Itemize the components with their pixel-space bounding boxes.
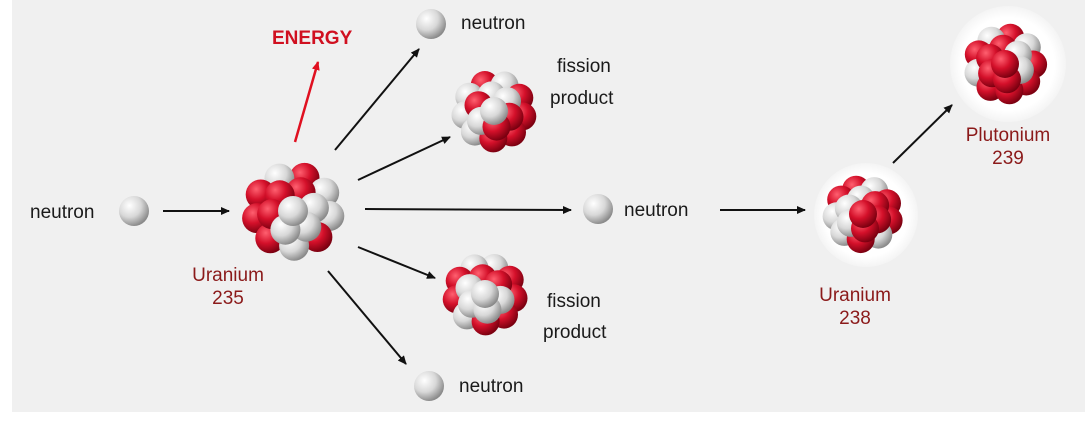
uranium238-label-number: 238	[839, 308, 871, 329]
plutonium239-label-number: 239	[992, 148, 1024, 169]
fission-product-top-line2: product	[550, 88, 614, 109]
plutonium239-label-name: Plutonium	[966, 125, 1051, 146]
energy-label: ENERGY	[272, 28, 353, 49]
plutonium239-nucleus	[964, 23, 1048, 105]
incoming-neutron-label: neutron	[30, 202, 94, 223]
fission-product-bottom-line1: fission	[547, 291, 601, 312]
proton-sphere	[849, 200, 877, 228]
proton-sphere	[991, 50, 1019, 78]
fission-product-top-line1: fission	[557, 56, 611, 77]
uranium235-nucleus	[242, 162, 345, 261]
arrow-to-middle-neutron	[364, 205, 572, 214]
fission-product-bottom-nucleus	[442, 254, 528, 336]
bottom-neutron-label: neutron	[459, 376, 523, 397]
uranium238-label-name: Uranium	[819, 285, 891, 306]
arrow-to-top-fission-product	[357, 136, 451, 181]
arrow-u238-to-pu239	[892, 104, 953, 164]
energy-arrow	[293, 61, 320, 143]
fission-product-top-nucleus	[451, 71, 537, 153]
diagram-background	[12, 0, 1085, 412]
bottom-neutron-particle	[414, 371, 444, 401]
uranium238-nucleus	[822, 175, 903, 254]
arrow-to-bottom-neutron	[327, 270, 407, 365]
incoming-neutron-particle	[119, 196, 149, 226]
middle-neutron-label: neutron	[624, 200, 688, 221]
arrow-to-top-neutron	[334, 48, 420, 151]
arrow-to-bottom-fission-product	[357, 246, 436, 279]
neutron-sphere	[480, 97, 508, 125]
fission-product-bottom-line2: product	[543, 322, 607, 343]
top-neutron-label: neutron	[461, 13, 525, 34]
top-neutron-particle	[416, 9, 446, 39]
neutron-sphere	[471, 280, 499, 308]
uranium235-label-number: 235	[212, 288, 244, 309]
middle-neutron-particle	[583, 194, 613, 224]
uranium235-label-name: Uranium	[192, 265, 264, 286]
neutron-sphere	[278, 196, 308, 226]
